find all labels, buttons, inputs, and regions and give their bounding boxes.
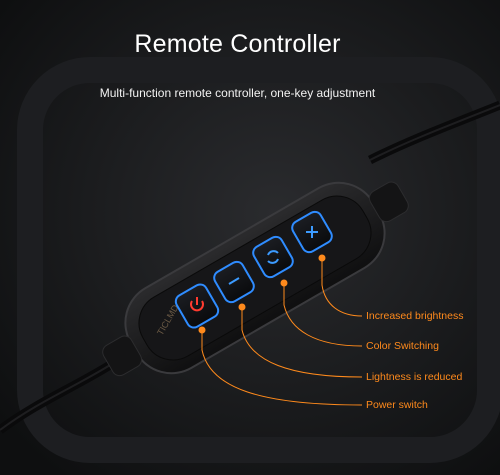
color-cycle-icon bbox=[267, 250, 279, 264]
callout-power-switch: Power switch bbox=[366, 399, 428, 411]
page-subtitle: Multi-function remote controller, one-ke… bbox=[99, 86, 376, 100]
callout-increased-brightness: Increased brightness bbox=[366, 310, 464, 322]
page-title: Remote Controller bbox=[134, 30, 341, 58]
ring-light-shadow bbox=[17, 57, 500, 463]
callout-dots bbox=[198, 254, 326, 334]
power-icon bbox=[190, 297, 204, 312]
minus-icon bbox=[228, 277, 240, 285]
callout-lightness-reduced: Lightness is reduced bbox=[366, 371, 463, 383]
plus-icon bbox=[306, 226, 318, 238]
brightness-down-button[interactable] bbox=[212, 259, 257, 304]
callout-color-switching: Color Switching bbox=[366, 340, 439, 352]
color-switch-button[interactable] bbox=[251, 234, 296, 279]
power-button[interactable] bbox=[173, 282, 220, 330]
callout-lines bbox=[201, 258, 363, 406]
brightness-up-button[interactable] bbox=[290, 209, 335, 254]
